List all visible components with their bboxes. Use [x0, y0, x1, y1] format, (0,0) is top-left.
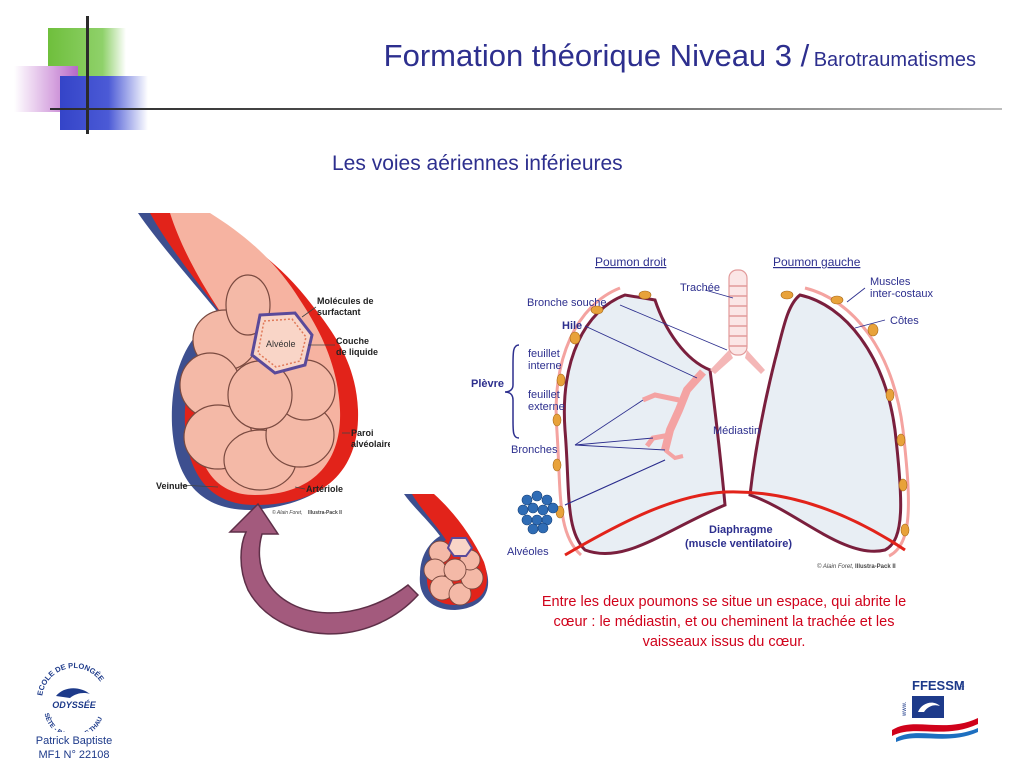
label-alveolaire: alvéolaire — [351, 439, 390, 449]
label-trachee: Trachée — [680, 282, 720, 294]
label-molecules: Molécules de — [317, 296, 374, 306]
author-name: Patrick Baptiste — [35, 735, 113, 747]
svg-text:SÈTE - BASSIN DE THAU: SÈTE - BASSIN DE THAU — [43, 712, 105, 732]
alveole-diagram: Molécules de surfactant Alvéole Couche d… — [138, 213, 390, 516]
ffessm-logo-text: FFESSM — [912, 678, 965, 693]
title-main: Formation théorique Niveau 3 / — [383, 38, 810, 73]
decor-vertical-rule — [86, 16, 89, 134]
author-id: MF1 N° 22108 — [38, 749, 110, 761]
label-alveole: Alvéole — [266, 339, 296, 349]
explanation-caption: Entre les deux poumons se situe un espac… — [541, 594, 907, 650]
alveole-copyright-a: © Alain Foret, — [272, 509, 302, 516]
ffessm-logo-suffix: .fr — [958, 685, 965, 692]
label-paroi: Paroi — [351, 428, 374, 438]
title-sub: Barotraumatismes — [813, 49, 976, 71]
label-poumon-gauche: Poumon gauche — [773, 255, 861, 269]
alveole-illustration — [138, 213, 359, 510]
alveole-copyright-b: Illustra-Pack II — [308, 510, 343, 516]
label-plevre: Plèvre — [471, 378, 504, 390]
label-surfactant: surfactant — [317, 307, 361, 317]
label-veinule: Veinule — [156, 481, 188, 491]
slide-subtitle: Les voies aériennes inférieures — [332, 152, 623, 175]
label-bronches: Bronches — [511, 444, 558, 456]
page-title: Formation théorique Niveau 3 / Barotraum… — [384, 38, 976, 74]
dolphin-icon — [56, 688, 90, 698]
lung-diagram: Poumon droit Poumon gauche Trachée Bronc… — [471, 255, 933, 570]
label-muscles-2: inter-costaux — [870, 288, 933, 300]
label-cotes: Côtes — [890, 315, 919, 327]
school-logo-name: ODYSSÉE — [52, 700, 97, 710]
label-feuillet-interne-1: feuillet — [528, 348, 560, 360]
label-bronche-souche: Bronche souche — [527, 297, 607, 309]
label-mediastin: Médiastin — [713, 425, 760, 437]
lung-copyright-b: Illustra-Pack II — [855, 564, 896, 570]
lung-illustration — [504, 269, 910, 558]
label-couche: Couche — [336, 336, 369, 346]
author-block: Patrick Baptiste MF1 N° 22108 — [24, 734, 124, 762]
ffessm-logo: FFESSM .fr www. — [892, 678, 978, 742]
label-feuillet-externe-2: externe — [528, 401, 565, 413]
school-logo-arc-bottom: SÈTE - BASSIN DE THAU — [43, 712, 105, 732]
label-feuillet-externe-1: feuillet — [528, 389, 560, 401]
ffessm-wave-red — [892, 718, 978, 736]
label-alveoles: Alvéoles — [507, 546, 549, 558]
label-diaphragme-2: (muscle ventilatoire) — [685, 538, 792, 550]
ffessm-logo-www: www. — [902, 701, 908, 717]
label-hile: Hile — [562, 320, 582, 332]
return-arrow — [228, 502, 420, 635]
label-muscles-1: Muscles — [870, 276, 911, 288]
ffessm-wave-blue — [896, 728, 978, 742]
return-arrow-shape — [228, 502, 420, 635]
header-rule — [50, 108, 1002, 110]
small-alveole-cluster — [404, 494, 489, 610]
diver-icon — [918, 702, 940, 712]
label-liquide: de liquide — [336, 347, 378, 357]
lung-copyright-a: © Alain Foret, — [817, 563, 854, 570]
label-arteriole: Artériole — [306, 484, 343, 494]
label-feuillet-interne-2: interne — [528, 360, 562, 372]
decor-blue-square — [60, 76, 148, 130]
school-logo: ECOLE DE PLONGÉE ODYSSÉE SÈTE - BASSIN D… — [35, 661, 106, 732]
label-diaphragme-1: Diaphragme — [709, 524, 773, 536]
label-poumon-droit: Poumon droit — [595, 255, 667, 269]
